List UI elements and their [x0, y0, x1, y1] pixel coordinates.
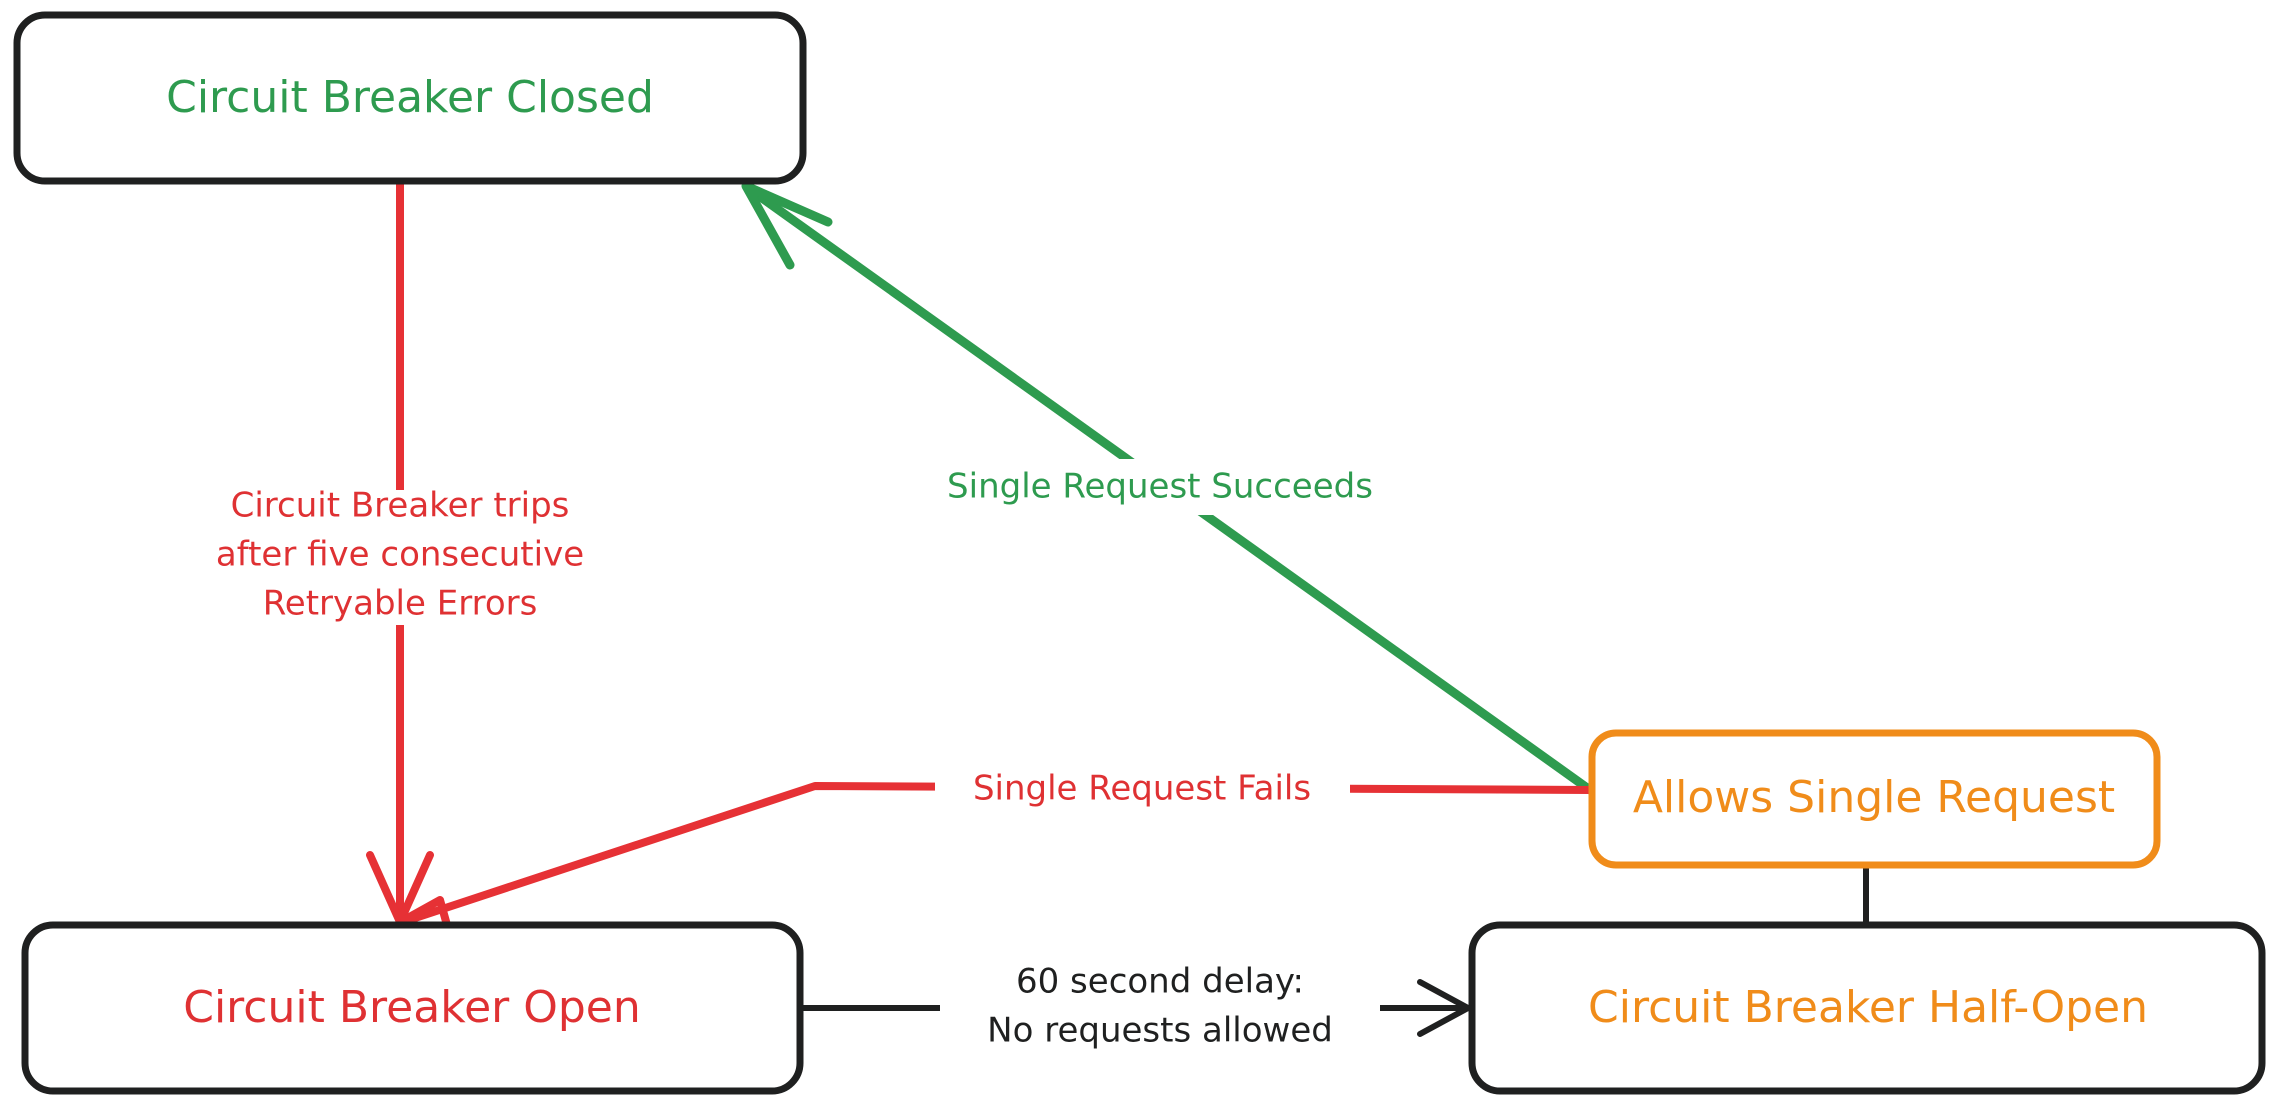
edge-label-closed-to-open-line-2: after five consecutive	[216, 535, 584, 575]
edge-label-closed-to-open-line-1: Circuit Breaker trips	[231, 486, 570, 526]
edge-label-open-to-half-open-backdrop	[940, 958, 1380, 1058]
edge-label-closed-to-open-backdrop	[165, 490, 635, 625]
edge-label-allows-to-closed-text: Single Request Succeeds	[947, 467, 1373, 507]
node-allows-single-request-box[interactable]	[1588, 729, 2161, 869]
edge-allows-to-open-arrowhead	[400, 896, 451, 929]
edge-label-allows-to-closed: Single Request Succeeds	[915, 459, 1405, 515]
edge-open-to-half-open-arrowhead	[1417, 979, 1471, 1037]
edge-label-allows-to-open-text: Single Request Fails	[973, 769, 1311, 809]
edge-label-allows-to-closed-backdrop	[915, 459, 1405, 515]
edge-label-open-to-half-open-line-2: No requests allowed	[987, 1011, 1333, 1051]
node-circuit-breaker-half-open[interactable]: Circuit Breaker Half-Open	[1468, 921, 2266, 1095]
edge-label-closed-to-open-line-3: Retryable Errors	[263, 584, 538, 624]
node-circuit-breaker-half-open-label: Circuit Breaker Half-Open	[1588, 982, 2148, 1033]
node-allows-single-request[interactable]: Allows Single Request	[1588, 729, 2161, 869]
node-circuit-breaker-closed[interactable]: Circuit Breaker Closed	[13, 11, 807, 185]
node-allows-single-request-label: Allows Single Request	[1633, 772, 2115, 823]
edge-allows-to-closed-arrowhead	[741, 181, 833, 270]
edge-label-allows-to-open: Single Request Fails	[935, 762, 1350, 818]
node-circuit-breaker-open[interactable]: Circuit Breaker Open	[21, 921, 804, 1095]
node-circuit-breaker-open-box[interactable]	[21, 921, 804, 1095]
node-circuit-breaker-open-label: Circuit Breaker Open	[183, 982, 641, 1033]
edge-label-open-to-half-open: 60 second delay: No requests allowed	[940, 958, 1380, 1058]
edge-label-allows-to-open-backdrop	[935, 762, 1350, 818]
node-circuit-breaker-closed-box[interactable]	[13, 11, 807, 185]
node-circuit-breaker-half-open-box[interactable]	[1468, 921, 2266, 1095]
edge-label-closed-to-open: Circuit Breaker trips after five consecu…	[165, 486, 635, 625]
edge-label-open-to-half-open-line-1: 60 second delay:	[1016, 962, 1304, 1002]
node-circuit-breaker-closed-label: Circuit Breaker Closed	[166, 72, 654, 123]
